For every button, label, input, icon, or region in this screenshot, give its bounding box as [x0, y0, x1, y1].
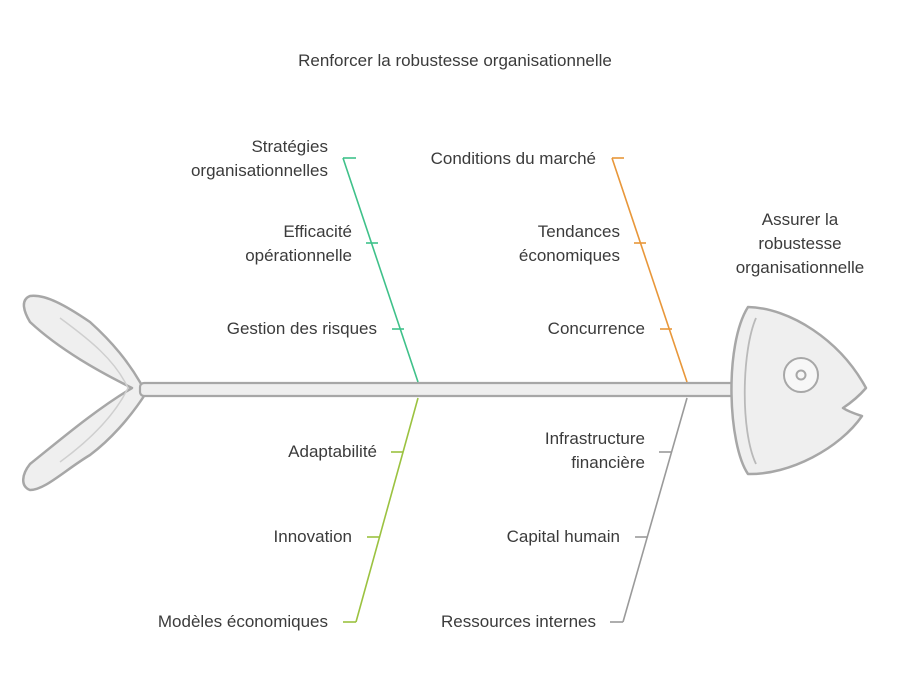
cause-bottom-right-1: Infrastructure financière: [544, 429, 645, 472]
cause-top-left-1: Stratégies organisationnelles: [190, 137, 328, 180]
gill-line: [743, 317, 757, 465]
diagram-title: Renforcer la robustesse organisationnell…: [298, 51, 612, 70]
head-label: Assurer la robustesse organisationnelle: [735, 210, 865, 277]
cause-top-right-1: Conditions du marché: [430, 149, 596, 168]
cause-top-left-2: Efficacité opérationnelle: [245, 222, 352, 265]
fish-pupil: [795, 369, 807, 381]
cause-bottom-right-2: Capital humain: [506, 527, 620, 546]
bone-bottom-left: [355, 397, 419, 623]
cause-top-left-3: Gestion des risques: [226, 319, 377, 338]
bone-bottom-right: [622, 397, 688, 623]
cause-top-right-2: Tendances économiques: [518, 222, 620, 265]
bone-top-left: [342, 157, 419, 383]
fish-tail: [22, 294, 148, 492]
cause-bottom-right-3: Ressources internes: [441, 612, 596, 631]
cause-bottom-left-3: Modèles économiques: [157, 612, 328, 631]
cause-bottom-left-1: Adaptabilité: [288, 442, 377, 461]
fish-spine: [138, 381, 742, 398]
cause-bottom-left-2: Innovation: [273, 527, 352, 546]
bone-top-right: [611, 157, 688, 383]
fish-eye: [783, 357, 819, 393]
tail-inner-line: [59, 317, 129, 463]
cause-top-right-3: Concurrence: [547, 319, 645, 338]
